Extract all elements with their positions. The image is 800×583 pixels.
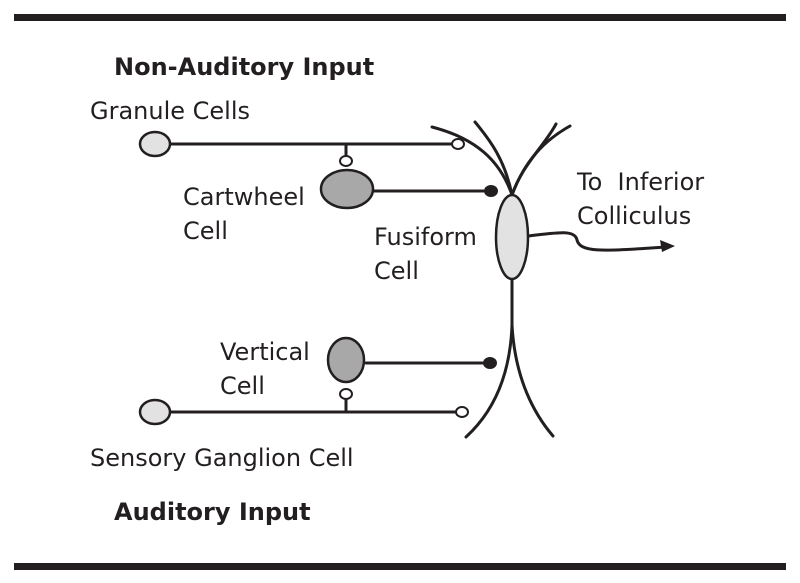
sensory-ganglion-label: Sensory Ganglion Cell [90, 444, 354, 472]
fusiform-dendrite-bottom-right [510, 323, 555, 438]
vertical-cell-label: Vertical Cell [220, 338, 310, 400]
top-border [14, 14, 786, 21]
synapse-granule-cartwheel [339, 155, 353, 167]
vertical-cell [326, 336, 366, 384]
granule-cells-label: Granule Cells [90, 97, 251, 125]
fusiform-dendrite-top-left [430, 125, 514, 197]
auditory-heading: Auditory Input [114, 498, 311, 526]
cartwheel-cell [319, 168, 375, 210]
non-auditory-heading: Non-Auditory Input [114, 53, 375, 81]
fusiform-dendrite-top-right [510, 124, 572, 197]
bottom-border [14, 563, 786, 570]
cartwheel-cell-label: Cartwheel Cell [183, 183, 305, 245]
fusiform-dendrite-top-far [510, 122, 558, 197]
ganglion-cell [138, 398, 172, 426]
fusiform-dendrite-bottom-left [464, 323, 514, 439]
fusiform-cell-label: Fusiform Cell [374, 223, 477, 285]
granule-cell [138, 130, 172, 158]
synapse-vertical-fusiform [483, 357, 497, 369]
inferior-colliculus-label: To Inferior Colliculus [577, 168, 705, 230]
fusiform-dendrite-top-mid [473, 120, 514, 197]
arrow-head [660, 240, 675, 252]
synapse-ganglion-vertical [339, 388, 353, 400]
fusiform-cell [494, 193, 530, 281]
synapse-ganglion-fusiform [455, 406, 469, 418]
fusiform-axon [526, 231, 667, 252]
synapse-granule-fusiform [451, 138, 465, 150]
synapse-cartwheel-fusiform [484, 185, 498, 197]
